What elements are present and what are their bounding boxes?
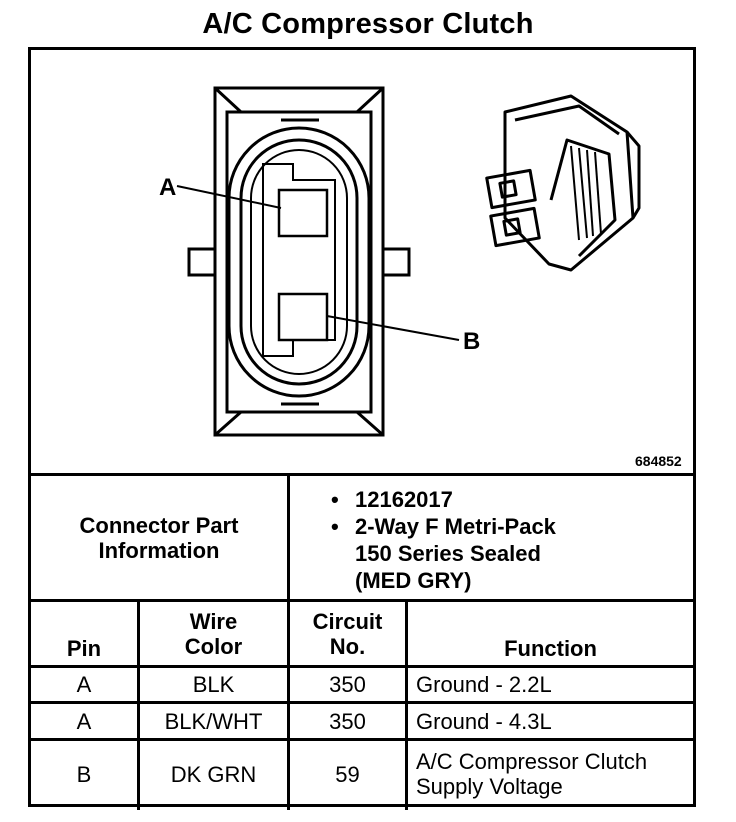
connector-diagram: A B 684852 (31, 50, 693, 478)
header-pin: Pin (66, 636, 102, 661)
table-row-circuit: 59 (335, 761, 360, 787)
divider (405, 599, 408, 810)
header-function: Function (504, 636, 597, 661)
list-item: 150 Series Sealed (355, 541, 541, 566)
divider (31, 701, 693, 704)
connector-info-list: •12162017 •2-Way F Metri-Pack 150 Series… (327, 486, 556, 594)
table-row-pin: B (76, 761, 92, 787)
list-item: (MED GRY) (355, 568, 472, 593)
divider (31, 665, 693, 668)
divider (287, 473, 290, 599)
table-row-wire: BLK (192, 672, 235, 697)
table-row-wire: BLK/WHT (164, 708, 263, 734)
figure-number: 684852 (635, 453, 682, 469)
table-row-function: Ground - 4.3L (416, 708, 552, 734)
table-row-circuit: 350 (329, 708, 366, 734)
divider (287, 599, 290, 810)
table-row-wire: DK GRN (170, 761, 257, 787)
table-row-circuit: 350 (329, 672, 366, 697)
connector-face-drawing (176, 86, 641, 437)
list-item: •2-Way F Metri-Pack (331, 514, 556, 539)
pin-b-label: B (463, 328, 481, 355)
table-row-function: Ground - 2.2L (416, 672, 552, 697)
connector-info-label: Connector Part Information (79, 512, 239, 563)
divider (137, 599, 140, 810)
table-row-pin: A (76, 708, 92, 734)
connector-sheet: A B 684852 Connector Part Information •1… (28, 47, 696, 810)
table-row-pin: A (76, 672, 92, 697)
divider (31, 599, 693, 602)
divider (31, 738, 693, 741)
divider (31, 473, 693, 476)
page-title: A/C Compressor Clutch (202, 8, 534, 40)
pin-a-label: A (159, 174, 177, 201)
list-item: •12162017 (331, 487, 453, 512)
